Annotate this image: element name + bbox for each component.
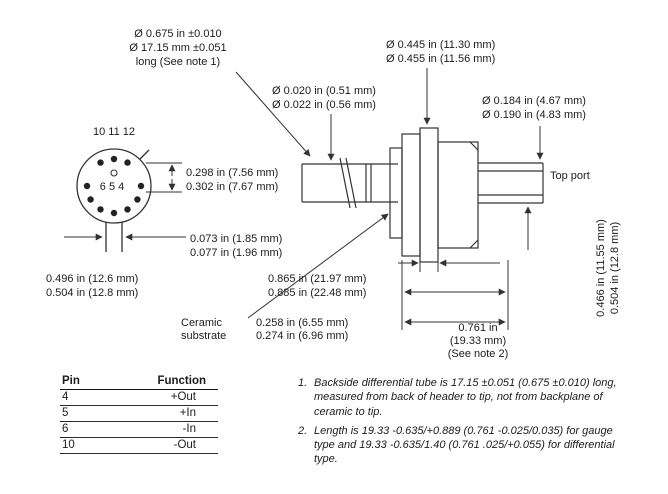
- ceramic-substrate-label-line1: Ceramic: [181, 317, 222, 329]
- dim-tube-diameter-line1: 0.073 in (1.85 mm): [190, 233, 282, 245]
- note-2-number: 2.: [298, 424, 308, 437]
- dim-pin-spacing-line2: 0.302 in (7.67 mm): [186, 181, 278, 193]
- pin-dots: [83, 155, 145, 217]
- index-mark-circle: [110, 169, 118, 177]
- dimension-lines: [64, 68, 544, 330]
- pin-function-table: Pin Function 4 +Out 5 +In 6 -In 10 -Out: [60, 374, 218, 454]
- pin-function: +Out: [170, 391, 196, 403]
- dim-tube-length-line1: Ø 0.675 in ±0.010: [134, 28, 221, 40]
- notes-block: 1. Backside differential tube is 17.15 ±…: [298, 376, 620, 472]
- dim-substrate-line1: 0.258 in (6.55 mm): [256, 317, 348, 329]
- pin-function: -Out: [173, 439, 196, 451]
- pin-number: 4: [62, 391, 69, 403]
- header-shape: [401, 133, 421, 257]
- dim-body-length-line1: 0.865 in (21.97 mm): [268, 273, 366, 285]
- dim-substrate-line2: 0.274 in (6.96 mm): [256, 330, 348, 342]
- ceramic-substrate-shape: [389, 147, 403, 239]
- dim-port-height-line2: 0.504 in (12.8 mm): [609, 222, 621, 314]
- note-2-text: Length is 19.33 -0.635/+0.889 (0.761 -0.…: [314, 424, 615, 466]
- dim-port-length-line2: (19.33 mm): [450, 335, 506, 347]
- pin-number: 6: [62, 423, 69, 435]
- body-shape: [437, 141, 479, 249]
- side-view: [301, 127, 544, 263]
- dim-body-length-line2: 0.885 in (22.48 mm): [268, 287, 366, 299]
- dim-port-diameter-line2: Ø 0.190 in (4.83 mm): [482, 109, 586, 121]
- pin-function: -In: [182, 423, 196, 435]
- pin-number: 5: [62, 407, 69, 419]
- pin-number: 10: [62, 439, 75, 451]
- dim-header-diameter-line2: Ø 0.455 in (11.56 mm): [386, 53, 495, 65]
- table-row: 6 -In: [60, 422, 218, 438]
- note-1-number: 1.: [298, 377, 308, 389]
- dim-body-diameter-line2: 0.504 in (12.8 mm): [46, 287, 138, 299]
- dim-tube-length-line2: Ø 17.15 mm ±0.051: [129, 42, 226, 54]
- table-row: 10 -Out: [60, 438, 218, 454]
- dim-tube-length-line3: long (See note 1): [136, 56, 220, 68]
- pin-column-header: Pin: [62, 375, 80, 387]
- dim-pin-diameter-line2: Ø 0.022 in (0.56 mm): [272, 99, 376, 111]
- dim-tube-diameter-line2: 0.077 in (1.96 mm): [190, 247, 282, 259]
- dim-pin-spacing-line1: 0.298 in (7.56 mm): [186, 167, 278, 179]
- pin-numbers-top: 10 11 12: [93, 126, 135, 138]
- table-row: 4 +Out: [60, 390, 218, 406]
- note-2: 2. Length is 19.33 -0.635/+0.889 (0.761 …: [298, 424, 620, 467]
- dim-port-height-line1: 0.466 in (11.55 mm): [595, 219, 607, 317]
- note-1-text: Backside differential tube is 17.15 ±0.0…: [314, 377, 617, 418]
- dim-pin-diameter-line1: Ø 0.020 in (0.51 mm): [272, 85, 376, 97]
- dim-port-length-line1: 0.761 in: [458, 322, 497, 334]
- dim-port-diameter-line1: Ø 0.184 in (4.67 mm): [482, 95, 586, 107]
- note-1: 1. Backside differential tube is 17.15 ±…: [298, 376, 620, 419]
- top-port-label: Top port: [550, 170, 590, 182]
- pin-numbers-middle: 6 5 4: [100, 181, 124, 193]
- table-header-row: Pin Function: [60, 374, 218, 390]
- pin-function: +In: [179, 407, 196, 419]
- function-column-header: Function: [157, 375, 206, 387]
- dim-body-diameter-line1: 0.496 in (12.6 mm): [46, 273, 138, 285]
- ceramic-substrate-label-line2: substrate: [181, 330, 226, 342]
- pin-diagram: [76, 148, 152, 252]
- dim-header-diameter-line1: Ø 0.445 in (11.30 mm): [386, 39, 495, 51]
- dim-port-length-line3: (See note 2): [448, 348, 509, 360]
- table-row: 5 +In: [60, 406, 218, 422]
